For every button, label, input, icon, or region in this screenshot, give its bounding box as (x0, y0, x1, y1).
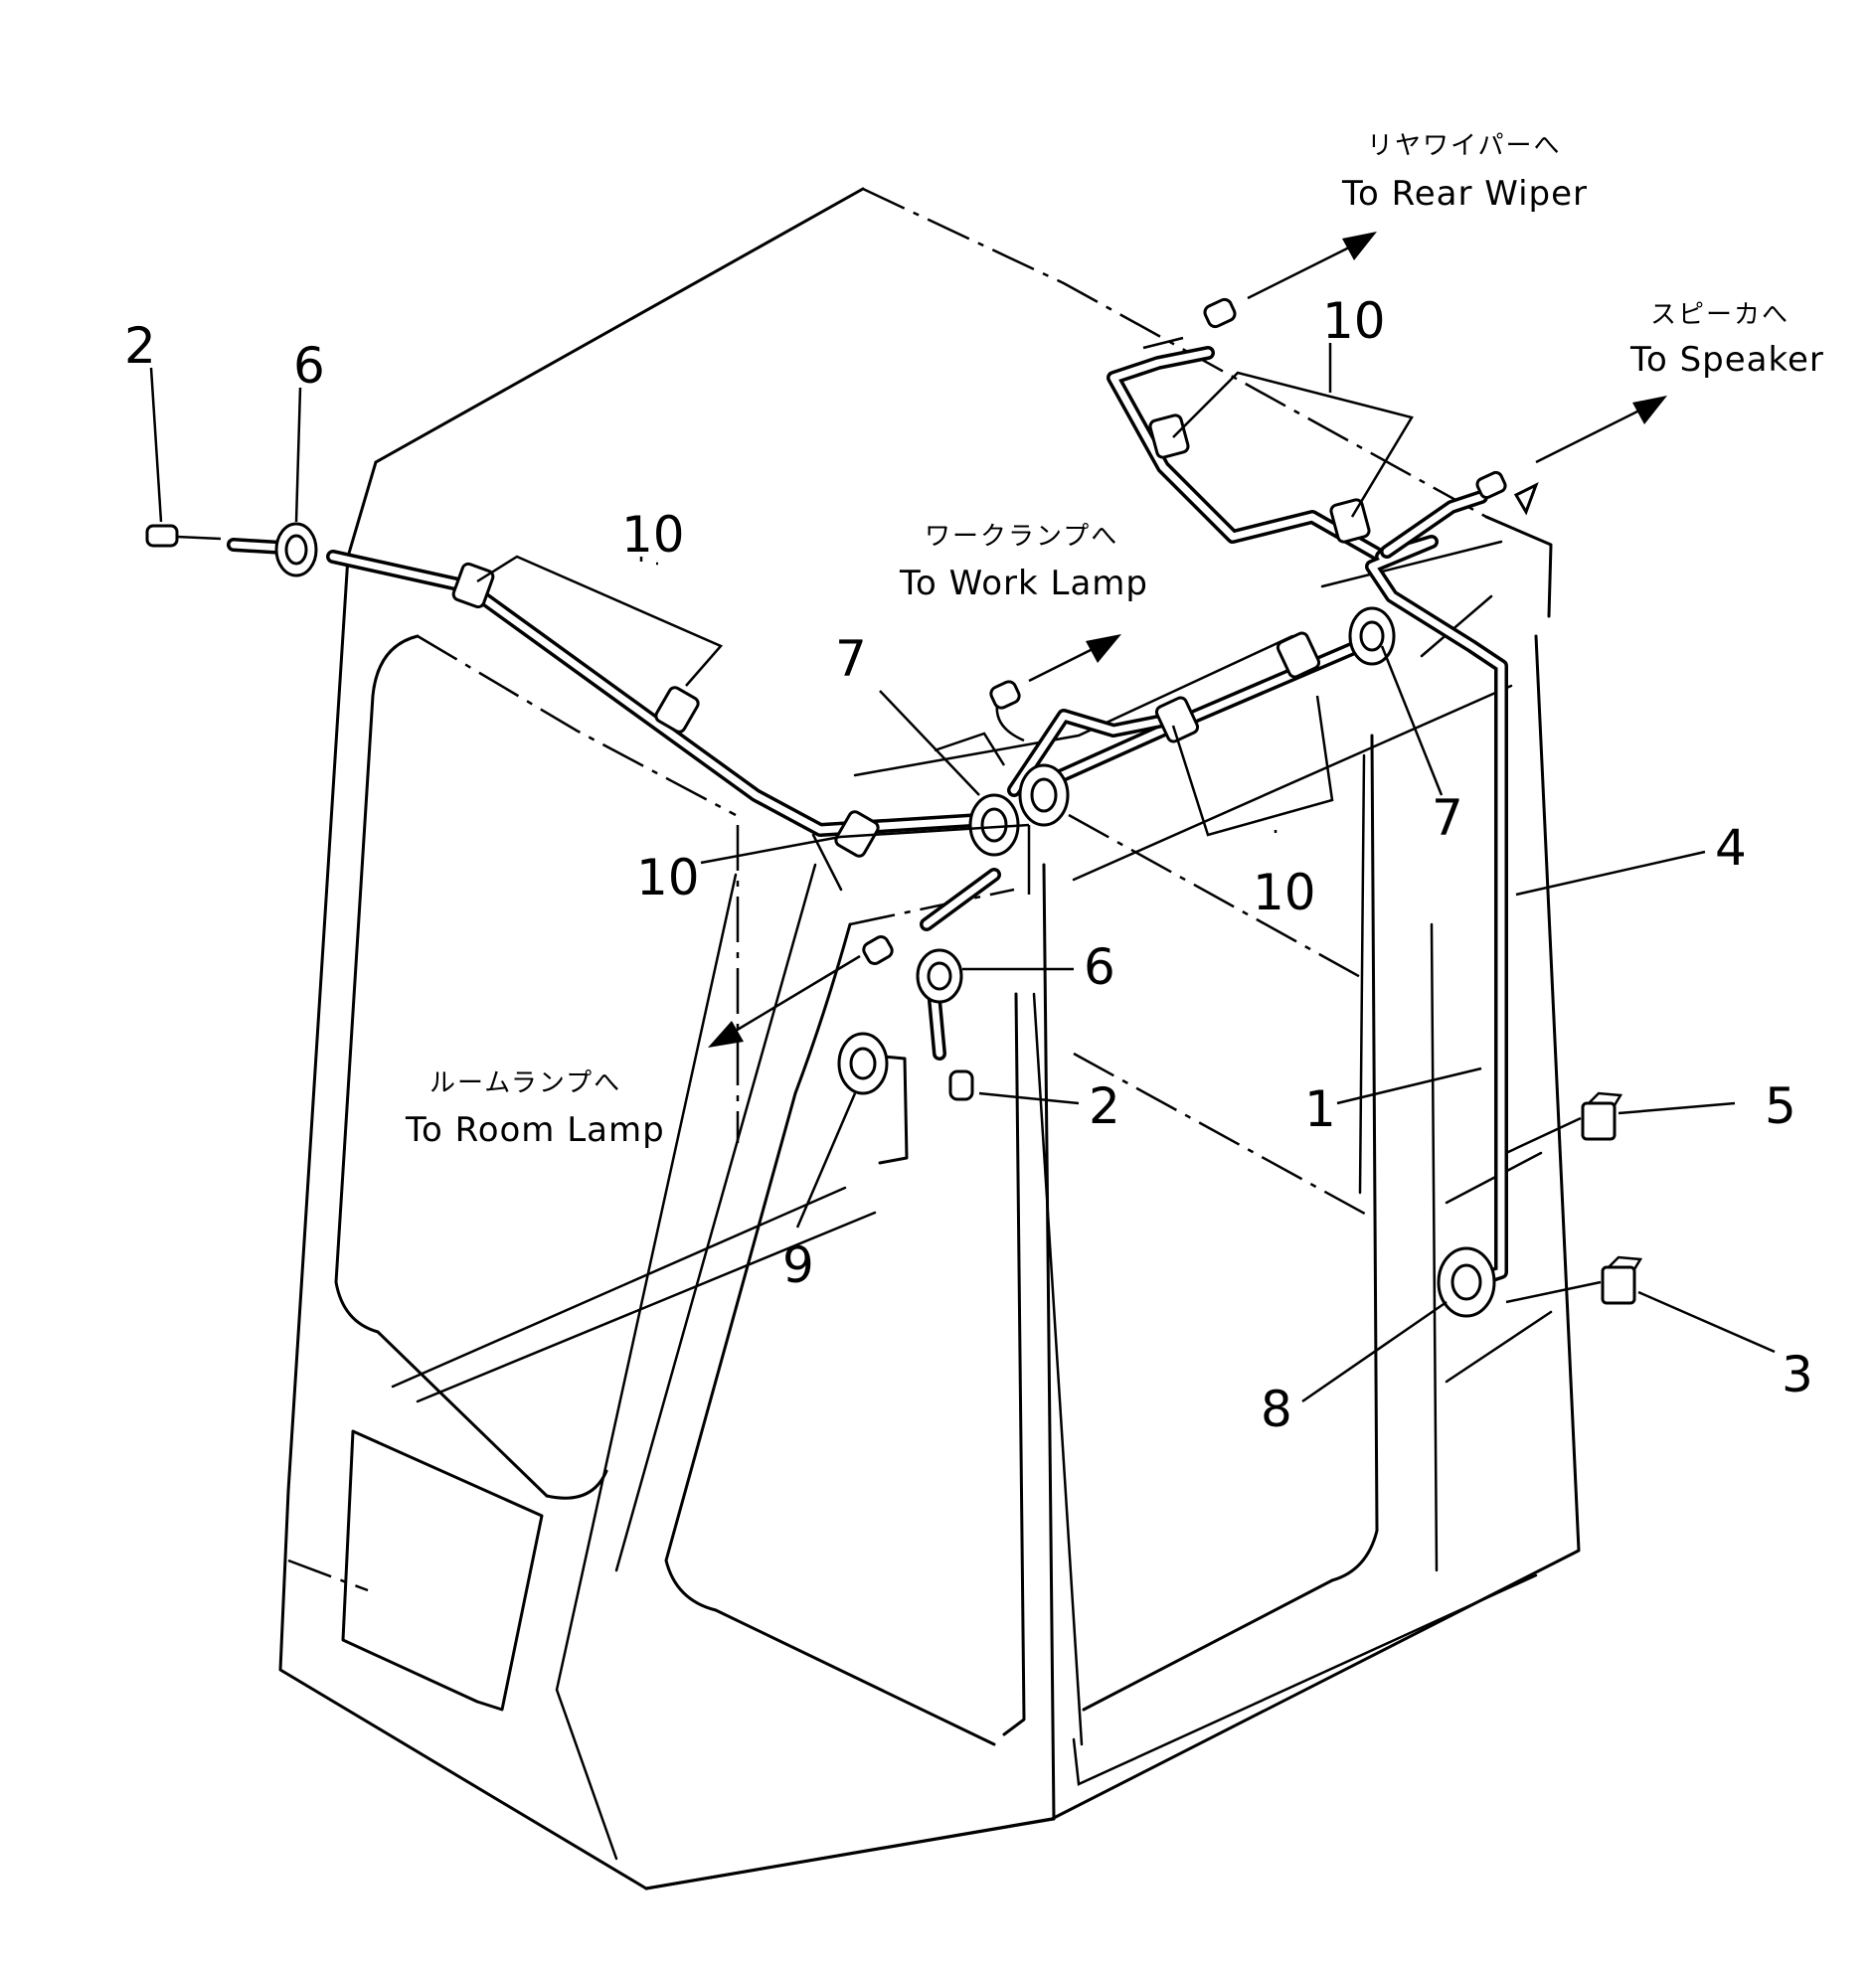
callout-10-top-right: 10 (1322, 292, 1386, 350)
direction-arrows (708, 232, 1667, 1048)
callout-9: 9 (782, 1236, 814, 1294)
callout-2-left: 2 (124, 317, 156, 375)
callout-10-mid-right: 10 (1253, 864, 1316, 921)
callout-5: 5 (1765, 1077, 1796, 1135)
connector-room-lamp (862, 935, 894, 965)
arrow-speaker (1535, 396, 1667, 464)
connector-work-lamp (989, 680, 1021, 710)
destination-labels: リヤワイパーへ To Rear Wiper スピーカへ To Speaker ワ… (405, 131, 1824, 1150)
label-room-lamp-en: To Room Lamp (405, 1110, 665, 1150)
clamp-10-c (834, 810, 880, 858)
connector-speaker (1475, 470, 1507, 500)
callout-6-center: 6 (1084, 938, 1115, 996)
label-work-lamp-jp: ワークランプへ (925, 522, 1118, 552)
callout-4: 4 (1715, 819, 1747, 877)
clamp-10-a (451, 562, 495, 609)
cab-outline (278, 187, 1581, 1890)
clamp-10-f (1148, 413, 1190, 459)
connector-2-left (145, 524, 179, 548)
label-rear-wiper-en: To Rear Wiper (1341, 174, 1588, 214)
callout-6-left: 6 (293, 337, 325, 395)
connector-2-center (948, 1069, 974, 1101)
callout-1: 1 (1304, 1080, 1336, 1138)
leader-lines (149, 343, 1776, 1403)
arrow-room-lamp (708, 954, 861, 1048)
harness-wires (227, 336, 1602, 1304)
callout-2-center: 2 (1089, 1077, 1120, 1135)
clamp-10-e (1276, 631, 1321, 679)
connector-3 (1601, 1265, 1636, 1305)
callout-10-top-left: 10 (621, 506, 685, 564)
arrow-work-lamp (1028, 634, 1121, 683)
callout-3: 3 (1782, 1346, 1813, 1403)
connector-rear-wiper (1203, 297, 1237, 329)
label-speaker-en: To Speaker (1629, 340, 1824, 380)
label-room-lamp-jp: ルームランプへ (429, 1068, 621, 1098)
arrow-rear-wiper (1247, 232, 1377, 300)
label-rear-wiper-jp: リヤワイパーへ (1367, 131, 1561, 161)
connector-5 (1581, 1101, 1617, 1141)
callout-7-left: 7 (835, 630, 867, 688)
components (145, 297, 1643, 1318)
clamp-10-d (1154, 696, 1200, 743)
callout-7-right: 7 (1432, 789, 1463, 847)
callout-numbers: 2 6 10 10 10 10 7 7 6 2 9 1 4 5 3 8 (124, 292, 1813, 1438)
clamp-10-g (1329, 498, 1371, 544)
label-speaker-jp: スピーカへ (1650, 300, 1790, 330)
callout-10-mid-left: 10 (636, 849, 700, 906)
callout-8: 8 (1261, 1381, 1292, 1438)
clamp-10-b (654, 686, 700, 734)
label-work-lamp-en: To Work Lamp (899, 564, 1148, 603)
